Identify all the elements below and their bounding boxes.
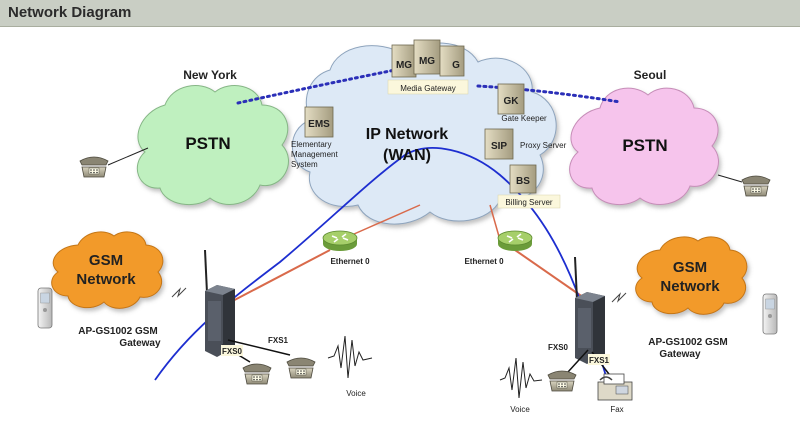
gateway-right-icon — [574, 256, 605, 364]
network-diagram: MG MG G Media Gateway GK Gate Keeper EMS… — [37, 39, 778, 414]
gk-label: GK — [504, 96, 520, 107]
gateway-left-icon — [204, 249, 235, 357]
mg3-label: G — [452, 60, 460, 71]
ethernet-left-label: Ethernet 0 — [330, 257, 370, 266]
cellphone-left-icon — [37, 287, 53, 329]
header-bar: Network Diagram — [0, 0, 800, 27]
mg2-label: MG — [419, 56, 435, 67]
voice-waveform-left-icon — [327, 335, 373, 379]
ethernet-right-label: Ethernet 0 — [464, 257, 504, 266]
gsm-right-label-line1: GSM — [673, 259, 707, 276]
fxs1-right-label: FXS1 — [589, 356, 610, 365]
phone-fxs0-left-icon — [242, 363, 272, 385]
ems-desc-line1: Elementary — [291, 140, 331, 149]
media-gateway-server-1: MG — [391, 44, 417, 78]
fxs0-left-bg — [221, 345, 243, 356]
gateway-left-label-line2: Gateway — [119, 338, 161, 349]
pstn-left-shape — [136, 85, 289, 206]
billing-server: BS — [509, 164, 537, 194]
pstn-left-label: PSTN — [185, 134, 230, 153]
fxs0-right-label: FXS0 — [548, 343, 569, 352]
phone-pstn-right-icon — [741, 175, 771, 197]
media-gateway-label: Media Gateway — [400, 84, 456, 93]
pstn-right-shape — [569, 87, 719, 206]
fxs0-left-label: FXS0 — [222, 347, 243, 356]
gatekeeper-server: GK — [497, 83, 525, 115]
router-right-icon — [497, 230, 533, 252]
fxs1-right-bg — [588, 354, 610, 365]
bs-label: BS — [516, 176, 530, 187]
pstn-cloud-right — [569, 87, 719, 206]
gateway-left-label-line1: AP-GS1002 GSM — [78, 326, 157, 337]
gsm-cloud-left — [51, 231, 164, 309]
gate-keeper-label: Gate Keeper — [501, 114, 547, 123]
gsm-left-label-line1: GSM — [89, 252, 123, 269]
wireless-right-icon — [611, 292, 627, 303]
sip-label: SIP — [491, 141, 507, 152]
ethernet-uplink-right — [489, 204, 501, 241]
cellphone-right-icon — [762, 293, 778, 335]
ethernet-link-left — [224, 249, 331, 306]
gsm-cloud-right — [635, 236, 748, 315]
gsm-left-label-line2: Network — [76, 271, 136, 288]
gsm-right-shape — [635, 236, 748, 315]
phone-fxs1-left-icon — [286, 357, 316, 379]
gsm-left-shape — [51, 231, 164, 309]
wireless-left-icon — [171, 287, 187, 298]
ip-network-label-line2: (WAN) — [383, 147, 431, 164]
dotted-link-left — [236, 68, 397, 105]
dotted-link-right — [476, 84, 622, 104]
ems-label: EMS — [308, 119, 330, 130]
ethernet-uplink-left — [344, 204, 421, 239]
proxy-server-label: Proxy Server — [520, 141, 567, 150]
media-gateway-server-2: MG — [413, 39, 441, 75]
billing-server-label: Billing Server — [505, 198, 552, 207]
billing-label-bg — [497, 194, 561, 209]
pstn-cloud-left — [136, 85, 289, 206]
ip-network-label-line1: IP Network — [366, 126, 449, 143]
phone-fxs0-right-icon — [547, 370, 577, 392]
fxs1-left-label: FXS1 — [268, 336, 289, 345]
ems-desc-line2: Management — [291, 150, 338, 159]
fax-icon — [597, 373, 633, 401]
voice-waveform-right-icon — [499, 357, 543, 399]
city-seoul: Seoul — [634, 68, 667, 82]
media-gateway-server-3: G — [439, 45, 465, 77]
gsm-right-label-line2: Network — [660, 278, 720, 295]
fxs0-right-line — [567, 349, 589, 373]
gateway-right-label-line1: AP-GS1002 GSM — [648, 337, 727, 348]
page-title: Network Diagram — [8, 4, 132, 21]
fxs1-left-line — [227, 339, 291, 356]
sip-proxy-server: SIP — [484, 128, 514, 160]
mg1-label: MG — [396, 60, 412, 71]
voice-right-label: Voice — [510, 405, 530, 414]
fax-label: Fax — [610, 405, 623, 414]
router-left-icon — [322, 230, 358, 252]
city-new-york: New York — [183, 68, 237, 82]
phone-pstn-left-icon — [79, 156, 109, 178]
media-gateway-label-bg — [387, 79, 469, 95]
gateway-right-label-line2: Gateway — [659, 349, 701, 360]
voice-left-label: Voice — [346, 389, 366, 398]
ems-server: EMS — [304, 106, 334, 138]
ems-desc-line3: System — [291, 160, 318, 169]
pstn-right-label: PSTN — [622, 136, 667, 155]
